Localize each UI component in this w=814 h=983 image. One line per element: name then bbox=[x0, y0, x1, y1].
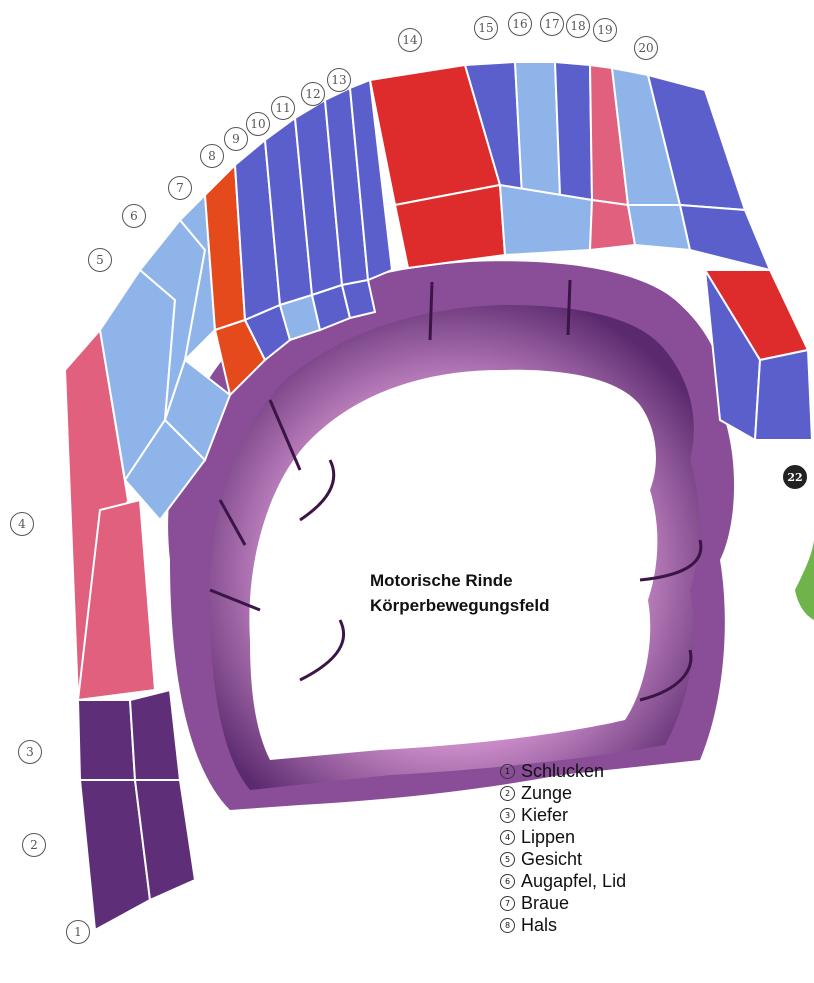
region-number-19: 19 bbox=[593, 18, 617, 42]
region-number-5: 5 bbox=[88, 248, 112, 272]
region-number-12: 12 bbox=[301, 82, 325, 106]
legend-number: 2 bbox=[500, 786, 515, 801]
region-number-2: 2 bbox=[22, 833, 46, 857]
region-number-4: 4 bbox=[10, 512, 34, 536]
region-number-6: 6 bbox=[122, 204, 146, 228]
legend-number: 6 bbox=[500, 874, 515, 889]
legend-label: Gesicht bbox=[521, 848, 582, 870]
legend-number: 1 bbox=[500, 764, 515, 779]
legend-label: Lippen bbox=[521, 826, 575, 848]
legend-number: 7 bbox=[500, 896, 515, 911]
region-number-1: 1 bbox=[66, 920, 90, 944]
region-number-20: 20 bbox=[634, 36, 658, 60]
legend-item: 1 Schlucken bbox=[500, 760, 626, 782]
region-number-16: 16 bbox=[508, 12, 532, 36]
region-number-18: 18 bbox=[566, 14, 590, 38]
legend-label: Augapfel, Lid bbox=[521, 870, 626, 892]
region-number-13: 13 bbox=[327, 68, 351, 92]
region-number-10: 10 bbox=[246, 112, 270, 136]
legend-item: 7 Braue bbox=[500, 892, 626, 914]
region-number-9: 9 bbox=[224, 127, 248, 151]
legend-item: 3 Kiefer bbox=[500, 804, 626, 826]
legend-item: 2 Zunge bbox=[500, 782, 626, 804]
legend-number: 5 bbox=[500, 852, 515, 867]
legend-item: 5 Gesicht bbox=[500, 848, 626, 870]
legend-label: Schlucken bbox=[521, 760, 604, 782]
diagram-title-line-2: Körperbewegungsfeld bbox=[370, 596, 549, 616]
legend-number: 8 bbox=[500, 918, 515, 933]
region-number-7: 7 bbox=[168, 176, 192, 200]
legend-number: 4 bbox=[500, 830, 515, 845]
legend-item: 4 Lippen bbox=[500, 826, 626, 848]
region-number-17: 17 bbox=[540, 12, 564, 36]
legend-number: 3 bbox=[500, 808, 515, 823]
legend-label: Zunge bbox=[521, 782, 572, 804]
region-number-22: 22 bbox=[783, 465, 807, 489]
region-number-3: 3 bbox=[18, 740, 42, 764]
region-number-8: 8 bbox=[200, 144, 224, 168]
diagram-title-line-1: Motorische Rinde bbox=[370, 571, 513, 591]
legend-item: 8 Hals bbox=[500, 914, 626, 936]
legend-item: 6 Augapfel, Lid bbox=[500, 870, 626, 892]
legend-label: Braue bbox=[521, 892, 569, 914]
region-number-14: 14 bbox=[398, 28, 422, 52]
region-number-11: 11 bbox=[271, 96, 295, 120]
green-edge-mark bbox=[795, 540, 814, 620]
legend-label: Kiefer bbox=[521, 804, 568, 826]
legend-label: Hals bbox=[521, 914, 557, 936]
region-number-15: 15 bbox=[474, 16, 498, 40]
